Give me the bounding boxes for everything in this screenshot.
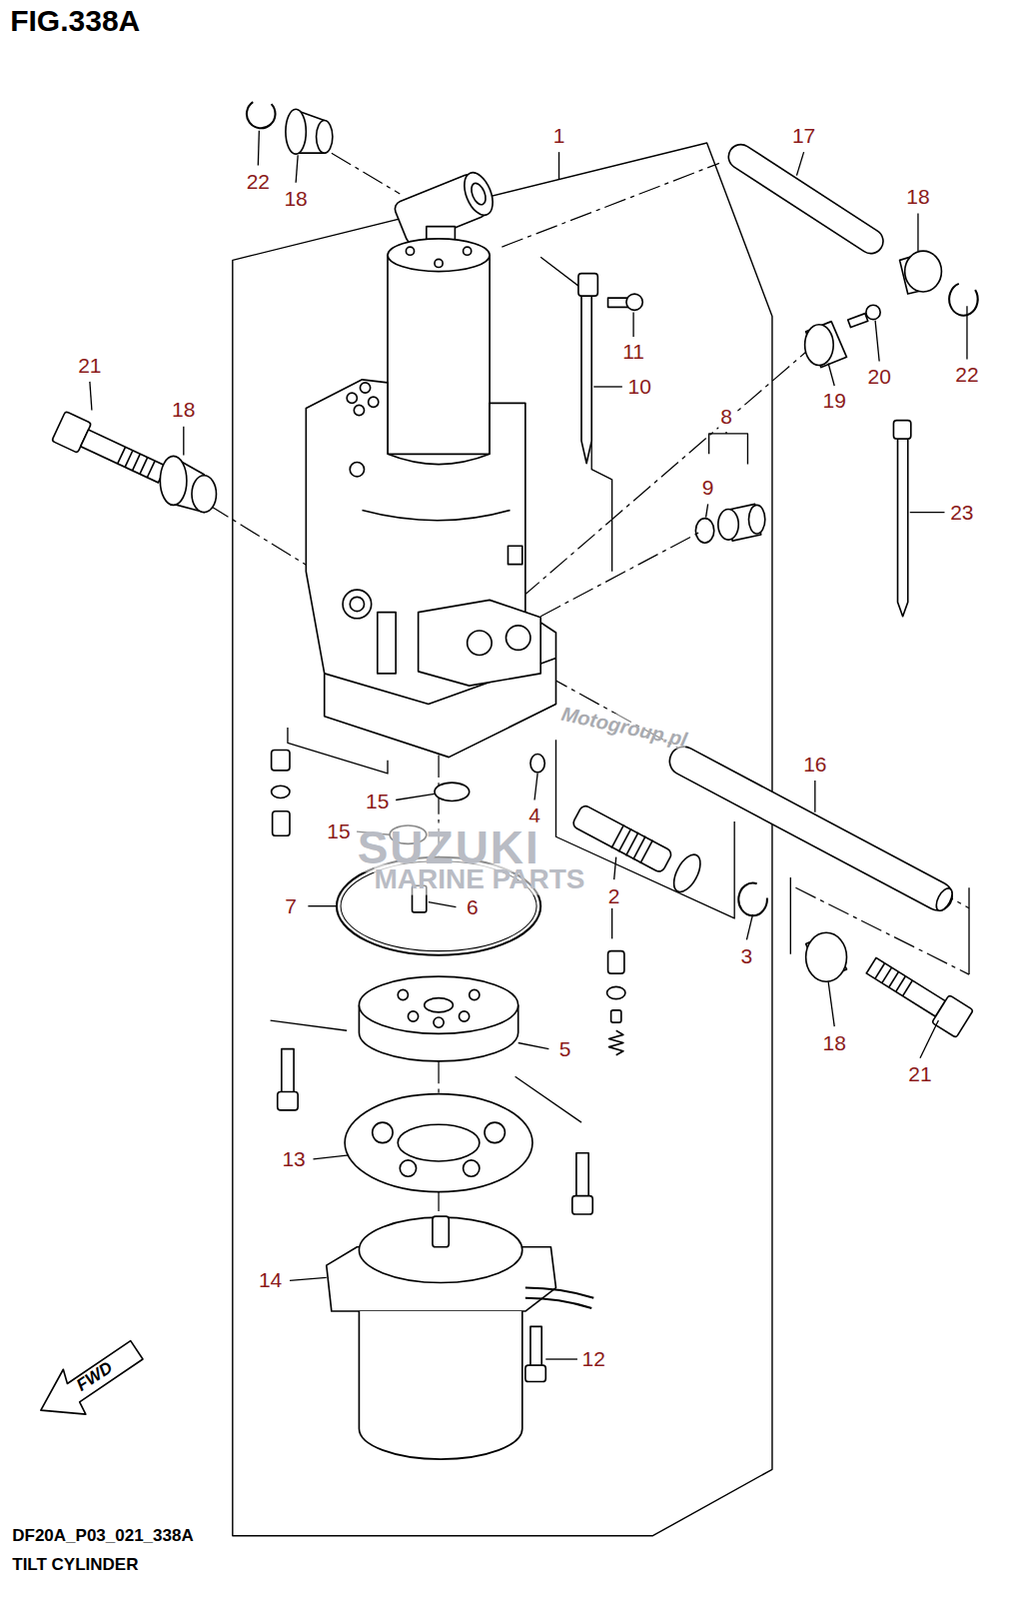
watermark: MARINE PARTS (373, 864, 585, 896)
callout-number: 21 (906, 1062, 934, 1086)
callout-number: 15 (363, 789, 391, 813)
figure-code: DF20A_P03_021_338A (11, 1525, 193, 1545)
callout-number: 9 (700, 476, 717, 500)
callout-number: 3 (739, 944, 756, 968)
callout-number: 17 (790, 123, 818, 147)
direction-label: FWD (73, 1358, 117, 1396)
callout-number: 18 (281, 187, 309, 211)
callout-number: 5 (557, 1036, 574, 1060)
callout-number: 22 (953, 362, 981, 386)
figure-caption: TILT CYLINDER (11, 1555, 138, 1575)
callout-number: 14 (256, 1268, 284, 1292)
callout-number: 18 (169, 398, 197, 422)
callout-number: 21 (75, 353, 103, 377)
callout-number: 18 (904, 185, 932, 209)
callout-number: 18 (821, 1030, 849, 1054)
callout-number: 7 (282, 894, 299, 918)
callout-number: 1 (551, 123, 568, 147)
callout-number: 2 (606, 884, 623, 908)
callout-number: 8 (718, 404, 735, 428)
callout-number: 16 (801, 752, 829, 776)
callout-number: 11 (620, 340, 647, 364)
figure-title: FIG.338A (9, 3, 140, 37)
callout-number: 10 (626, 374, 654, 398)
callout-number: 20 (865, 364, 893, 388)
callout-number: 6 (464, 895, 481, 919)
callout-number: 13 (279, 1146, 307, 1170)
watermark: Motogroup.pl (559, 702, 690, 751)
callout-number: 19 (821, 389, 849, 413)
callout-number: 23 (948, 500, 976, 524)
callout-number: 22 (244, 169, 272, 193)
callout-number: 15 (324, 820, 352, 844)
callout-number: 12 (580, 1347, 608, 1371)
